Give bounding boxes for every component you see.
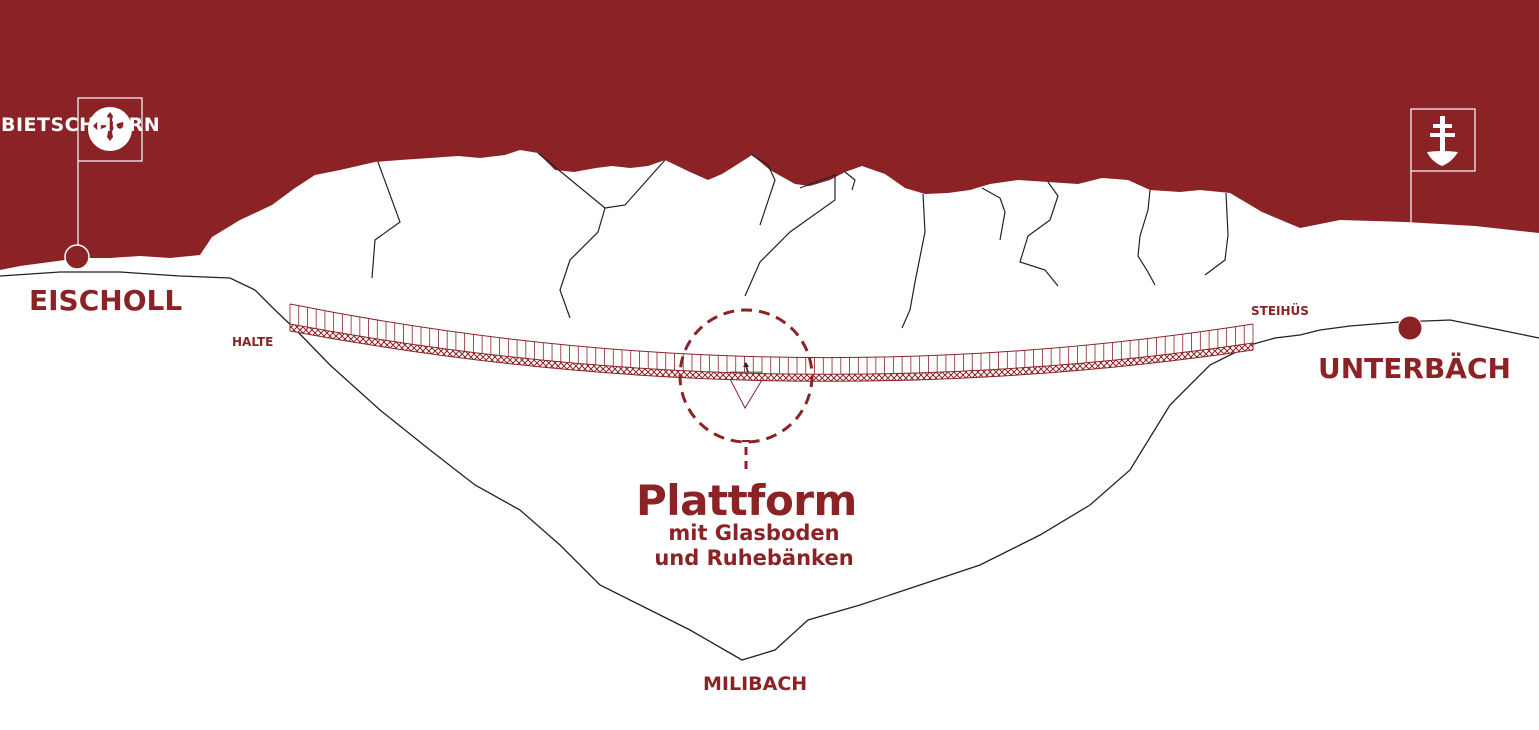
glass-platform [727, 362, 766, 410]
valley-outline [0, 271, 1539, 661]
halte-label: HALTE [232, 335, 274, 349]
mountain-sky-band [0, 0, 1539, 270]
steihus-label: STEIHÜS [1251, 304, 1309, 318]
mountain-ridges [371, 152, 1229, 329]
eischoll-label: EISCHOLL [29, 284, 183, 317]
platform-subtitle-benches: und Ruhebänken [654, 546, 854, 570]
milibach-label: MILIBACH [703, 673, 808, 695]
suspension-bridge [289, 303, 1254, 382]
patriarchal-cross-coat-of-arms-icon [1427, 116, 1458, 166]
platform-highlight [678, 308, 814, 475]
cross-pattee-coat-of-arms-icon [88, 107, 132, 151]
platform-title: Plattform [636, 476, 857, 525]
bridge-railing-posts [289, 304, 1254, 375]
bridge-deck [289, 323, 1254, 382]
peak-label: BIETSCHHORN [1, 114, 161, 136]
platform-subtitle-glass-floor: mit Glasboden [668, 521, 840, 545]
unterbaech-label: UNTERBÄCH [1318, 352, 1511, 385]
eischoll-marker [64, 97, 143, 270]
unterbaech-marker [1397, 108, 1476, 341]
